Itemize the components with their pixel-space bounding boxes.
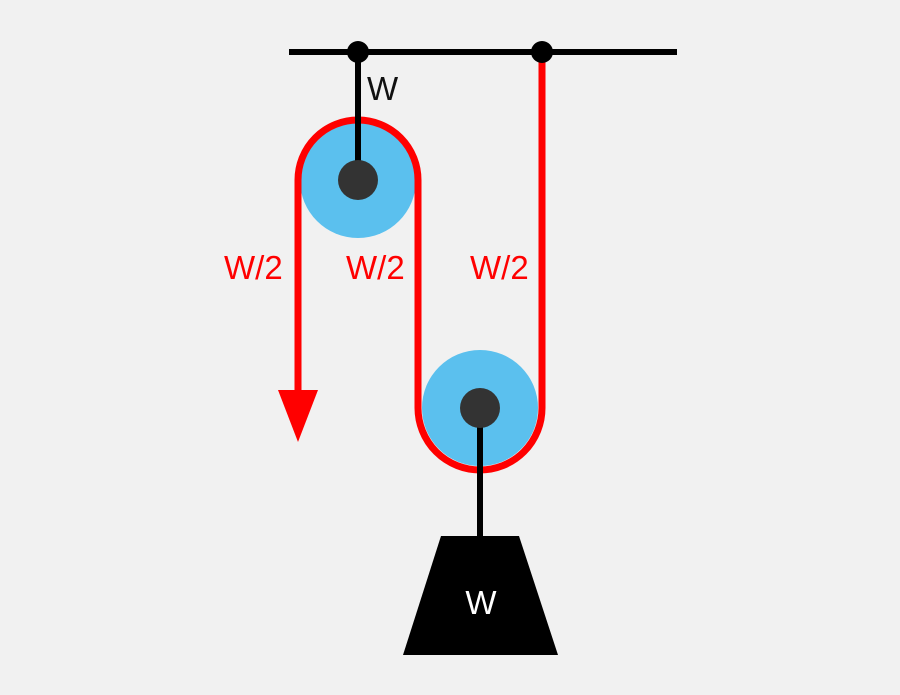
middle-rope-tension-label: W/2 bbox=[346, 249, 405, 286]
load-weight-label: W bbox=[465, 584, 497, 621]
anchor-force-label: W bbox=[367, 70, 399, 107]
left-rope-tension-label: W/2 bbox=[224, 249, 283, 286]
rope bbox=[294, 60, 546, 474]
fixed-pulley-axle bbox=[338, 160, 378, 200]
movable-pulley-axle bbox=[460, 388, 500, 428]
fixed-pulley-anchor-point bbox=[347, 41, 369, 63]
load-weight-block bbox=[403, 536, 558, 655]
right-rope-tension-label: W/2 bbox=[470, 249, 529, 286]
rope-anchor-point bbox=[531, 41, 553, 63]
pull-arrowhead bbox=[278, 390, 318, 442]
